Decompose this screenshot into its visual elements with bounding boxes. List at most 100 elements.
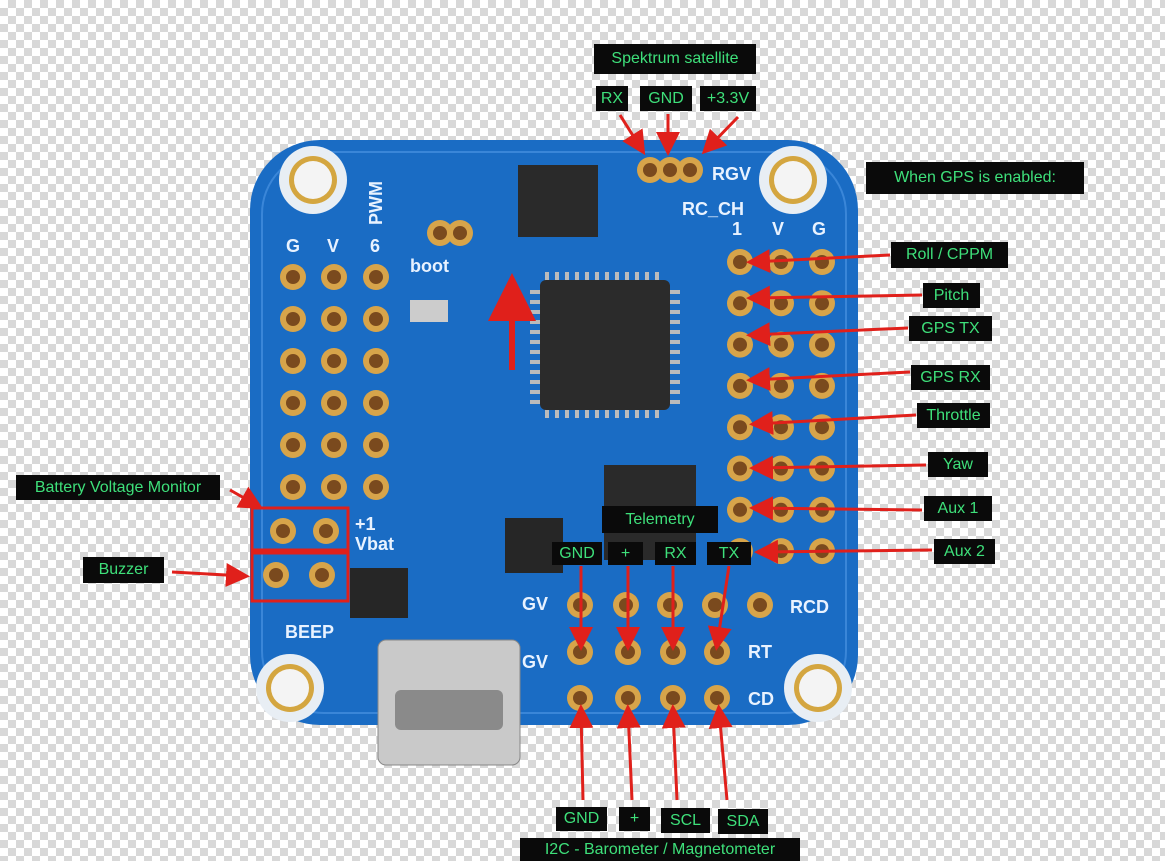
pad	[309, 562, 335, 588]
svg-text:boot: boot	[410, 256, 449, 276]
gyro-chip	[518, 165, 598, 237]
pad	[809, 372, 835, 399]
mounting-holes	[256, 146, 852, 722]
pad	[747, 592, 773, 618]
crystal	[410, 300, 448, 322]
pad	[363, 390, 389, 416]
pad	[637, 157, 663, 183]
pad	[280, 474, 306, 500]
mcu-chip	[530, 272, 680, 418]
i2c-gnd-label: GND	[556, 807, 607, 831]
pad	[727, 496, 753, 523]
pad	[657, 592, 683, 618]
pad	[280, 306, 306, 332]
rc-aux1-label: Aux 1	[924, 496, 992, 521]
pad	[809, 290, 835, 317]
svg-text:GV: GV	[522, 594, 548, 614]
telemetry-title: Telemetry	[602, 506, 718, 533]
svg-text:RCD: RCD	[790, 597, 829, 617]
pad	[727, 331, 753, 358]
pad	[363, 348, 389, 374]
pad	[677, 157, 703, 183]
pad	[727, 372, 753, 399]
pad	[280, 348, 306, 374]
pad	[768, 331, 794, 358]
svg-text:RGV: RGV	[712, 164, 751, 184]
pad	[321, 474, 347, 500]
pad	[809, 331, 835, 358]
svg-text:1: 1	[732, 219, 742, 239]
highlight-boxes	[250, 506, 350, 603]
pad	[313, 518, 339, 544]
i2c-scl-label: SCL	[661, 808, 710, 833]
svg-text:V: V	[772, 219, 784, 239]
pad	[363, 432, 389, 458]
pad	[660, 685, 686, 711]
pad	[321, 390, 347, 416]
svg-text:G: G	[286, 236, 300, 256]
pad	[657, 157, 683, 183]
pad	[280, 432, 306, 458]
pad	[567, 685, 593, 711]
rc-gps-tx-label: GPS TX	[909, 316, 992, 341]
pad	[321, 348, 347, 374]
telemetry-tx-label: TX	[707, 542, 751, 565]
pad	[280, 390, 306, 416]
usb-connector	[377, 639, 521, 766]
rc-pitch-label: Pitch	[923, 283, 980, 308]
rc-yaw-label: Yaw	[928, 452, 988, 477]
callout-arrows	[171, 114, 933, 801]
svg-text:RT: RT	[748, 642, 772, 662]
pad	[263, 562, 289, 588]
pad	[727, 455, 753, 482]
pad	[447, 220, 473, 246]
svg-text:GV: GV	[522, 652, 548, 672]
pad	[321, 432, 347, 458]
svg-text:V: V	[327, 236, 339, 256]
telemetry-gnd-label: GND	[552, 542, 602, 565]
spektrum-title: Spektrum satellite	[594, 44, 756, 74]
svg-text:RC_CH: RC_CH	[682, 199, 744, 219]
svg-text:G: G	[812, 219, 826, 239]
pad	[727, 414, 753, 441]
svg-text:Vbat: Vbat	[355, 534, 394, 554]
spektrum-33v-label: +3.3V	[700, 86, 756, 111]
pad	[727, 249, 753, 275]
svg-text:PWM: PWM	[366, 181, 386, 225]
regulator-chip	[350, 568, 408, 618]
pad	[613, 592, 639, 618]
pad	[363, 264, 389, 290]
battery-monitor-label: Battery Voltage Monitor	[16, 475, 220, 500]
pad	[615, 685, 641, 711]
svg-text:6: 6	[370, 236, 380, 256]
silkscreen: PWM G V 6 boot RGV RC_CH 1 V G +1 Vbat B…	[285, 164, 829, 709]
rc-roll-label: Roll / CPPM	[891, 242, 1008, 268]
i2c-plus-label: +	[619, 807, 650, 831]
pad	[363, 474, 389, 500]
pad	[363, 306, 389, 332]
pad	[704, 685, 730, 711]
telemetry-rx-label: RX	[655, 542, 696, 565]
rc-throttle-label: Throttle	[917, 403, 990, 428]
pad	[809, 249, 835, 275]
spektrum-rx-label: RX	[596, 86, 628, 111]
pad	[809, 455, 835, 482]
pad	[809, 414, 835, 441]
i2c-title: I2C - Barometer / Magnetometer	[520, 838, 800, 861]
pad	[727, 290, 753, 317]
gps-note: When GPS is enabled:	[866, 162, 1084, 194]
pad	[321, 264, 347, 290]
svg-text:CD: CD	[748, 689, 774, 709]
svg-text:BEEP: BEEP	[285, 622, 334, 642]
pad	[768, 290, 794, 317]
pad	[270, 518, 296, 544]
i2c-sda-label: SDA	[718, 809, 768, 834]
header-pads	[263, 157, 835, 711]
pad	[321, 306, 347, 332]
pad	[768, 414, 794, 441]
telemetry-plus-label: +	[608, 542, 643, 565]
rc-aux2-label: Aux 2	[934, 539, 995, 564]
pad	[427, 220, 453, 246]
svg-text:+1: +1	[355, 514, 376, 534]
